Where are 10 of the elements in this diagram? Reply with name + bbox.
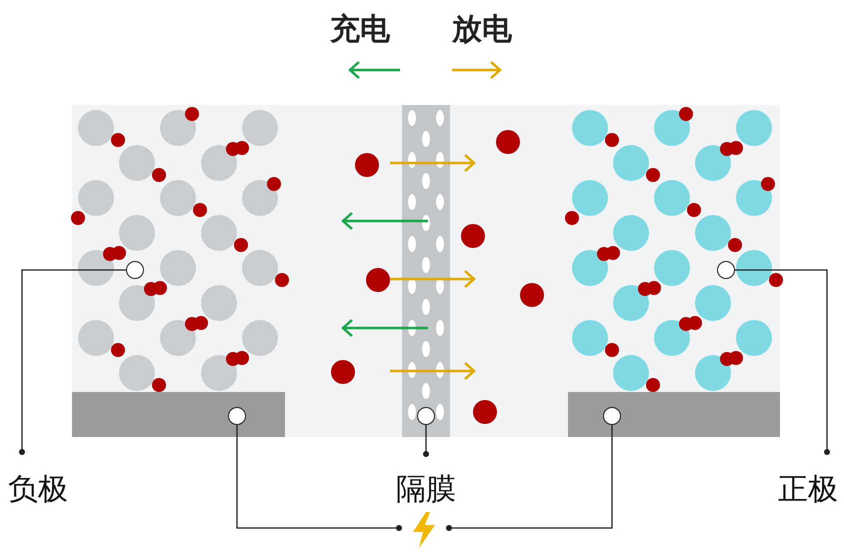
label-text: 放电: [452, 12, 512, 48]
label-text: 充电: [330, 12, 390, 48]
leader-line: [19, 269, 126, 455]
wire: [236, 425, 402, 531]
leader-line: [423, 425, 429, 457]
leader-line: [735, 269, 830, 455]
electrode-label: 隔膜: [388, 454, 464, 512]
electrode-label: 负极: [0, 452, 76, 512]
electrode-label: 正极: [772, 452, 844, 512]
wire: [446, 425, 613, 531]
